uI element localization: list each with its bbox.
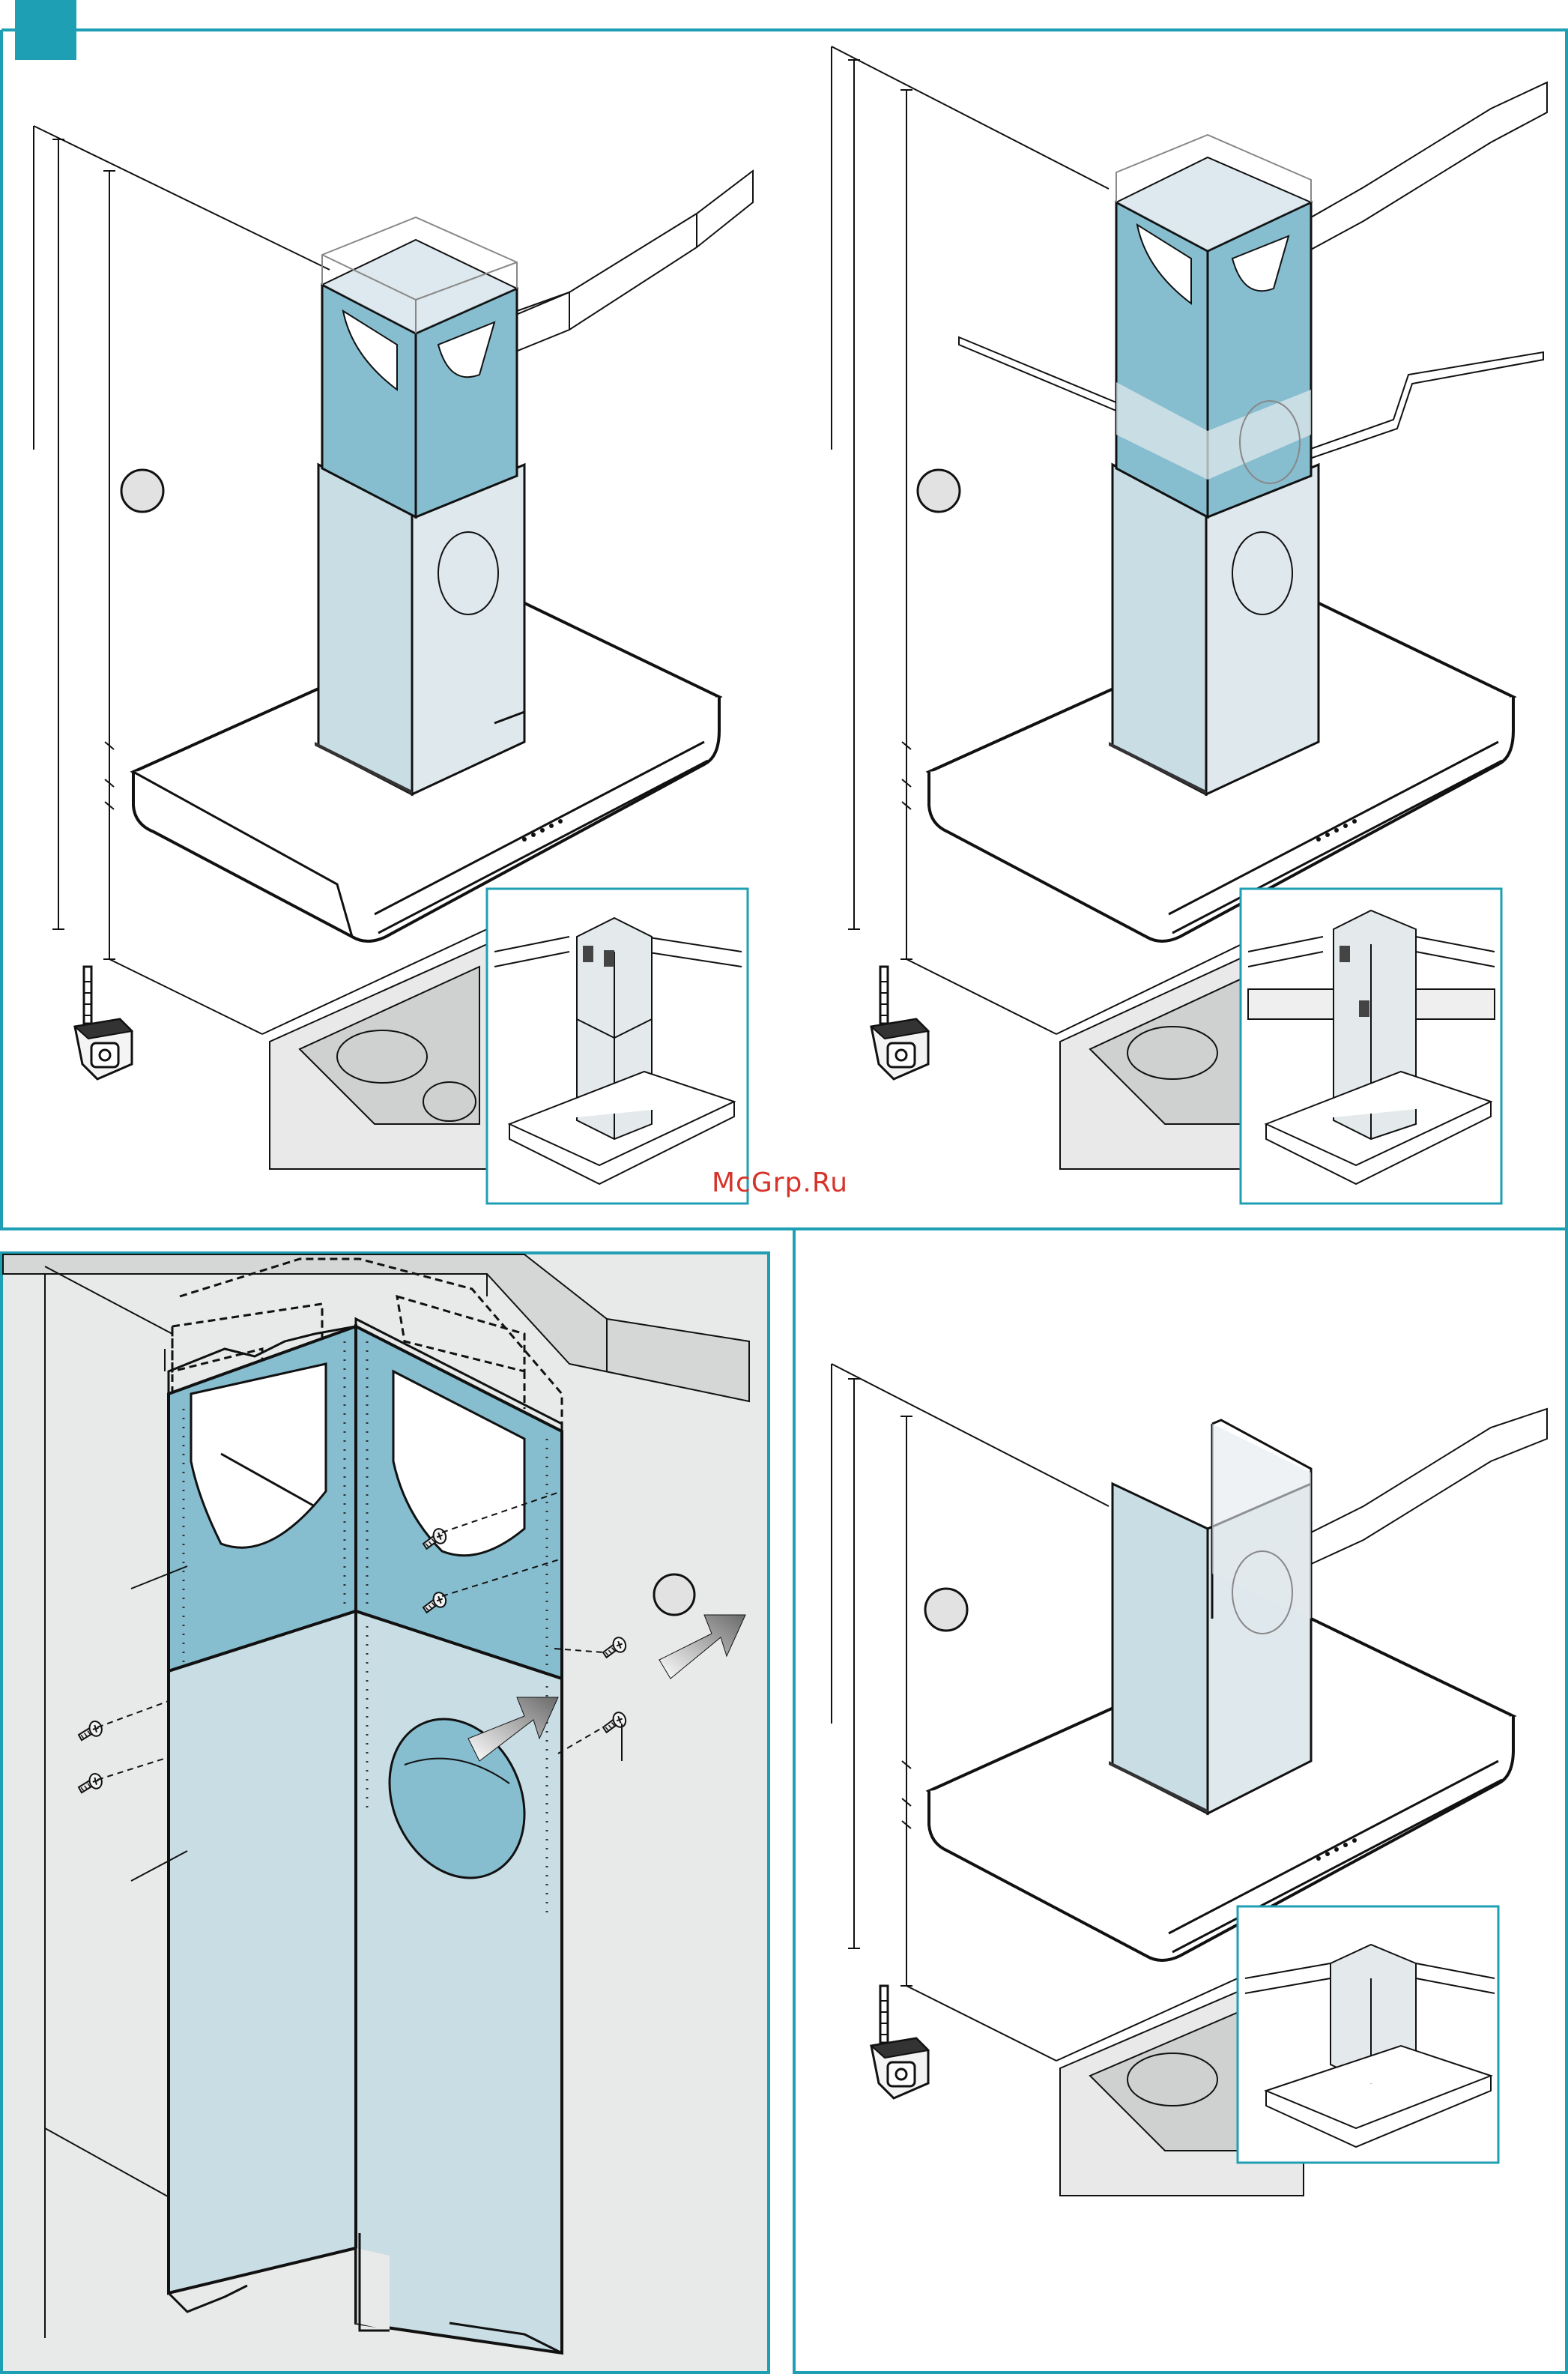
measuring-tape-icon — [871, 967, 928, 1079]
panel-step-a — [34, 126, 753, 1203]
panel-step-d — [832, 1364, 1547, 2196]
step-marker-c — [654, 1574, 694, 1615]
panel-step-c — [3, 1254, 767, 2371]
corner-tab-top — [15, 0, 76, 60]
step-marker-b — [918, 470, 960, 512]
step-marker-d — [925, 1589, 967, 1631]
inset-a — [487, 889, 748, 1203]
measuring-tape-icon — [871, 1986, 928, 2098]
watermark-text: McGrp.Ru — [712, 1168, 848, 1198]
step-marker-a — [121, 470, 163, 512]
inset-d — [1238, 1906, 1498, 2163]
measuring-tape-icon — [75, 967, 132, 1079]
panel-step-b — [832, 46, 1547, 1203]
inset-b — [1241, 889, 1501, 1203]
